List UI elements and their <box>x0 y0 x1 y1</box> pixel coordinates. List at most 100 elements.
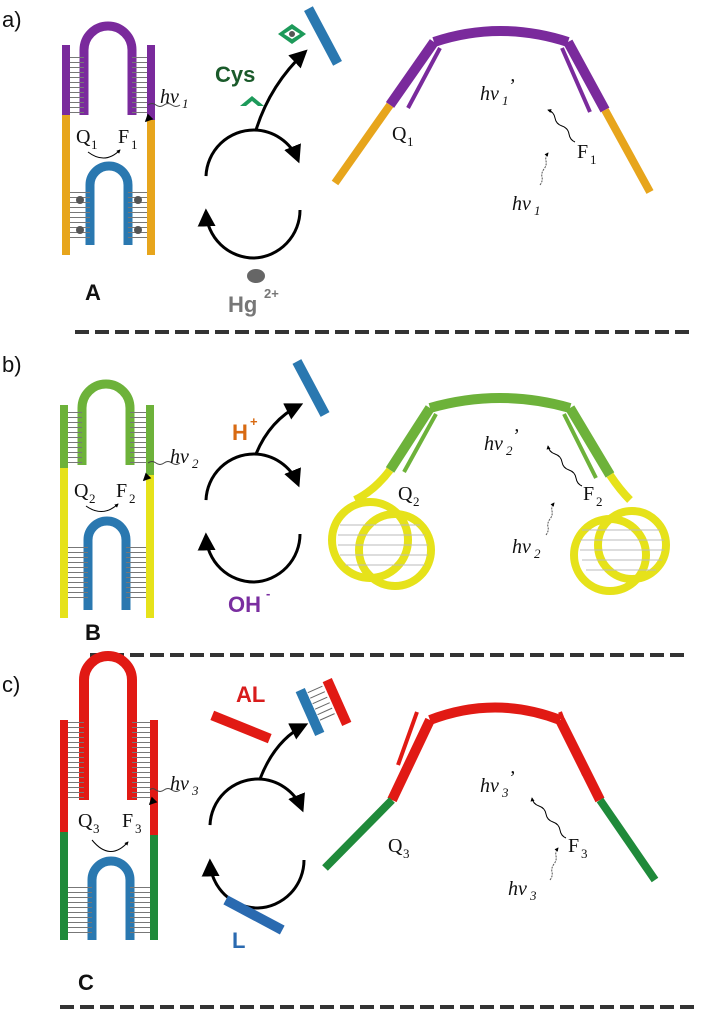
reagent-top-label: Cys <box>215 62 255 87</box>
partner-strand <box>406 47 442 109</box>
open-probe-b: Q 2 F 2 hν 2 ’ hν 2 <box>328 393 670 595</box>
probe-letter-c: C <box>78 970 94 995</box>
green-loop-open <box>428 393 572 413</box>
hv-subscript: 3 <box>191 783 199 798</box>
strand-darkgreen-right <box>596 797 659 883</box>
hairpin-probe-a: Q 1 F 1 hν 1 A <box>62 21 189 305</box>
cycle-arrow-reverse <box>201 858 306 910</box>
excitation-wave <box>539 152 549 186</box>
hv-excitation-subscript: 2 <box>534 546 541 561</box>
base-pairs <box>68 545 88 600</box>
reaction-cycle-c: AL L <box>201 678 352 953</box>
panel-b: b) Q 2 F 2 hν 2 B H + <box>2 352 670 645</box>
partner-strand <box>402 413 438 473</box>
hv-emission-label: hν <box>484 433 503 455</box>
purple-loop-open <box>432 26 570 47</box>
hairpin-probe-b: Q 2 F 2 hν 2 B <box>60 379 199 645</box>
fluorophore-subscript: 1 <box>590 152 597 167</box>
cycle-arrow-reverse <box>197 532 302 584</box>
hv-emission-prime: ’ <box>512 425 519 447</box>
excitation-arrow <box>148 796 158 806</box>
quencher-subscript: 1 <box>91 137 98 152</box>
cycle-arrow-forward <box>204 452 301 501</box>
strand-yellow-right <box>606 472 633 503</box>
energy-transfer-arrow <box>85 503 119 512</box>
strand-darkgreen-right <box>150 835 158 940</box>
partner-strand <box>396 711 419 766</box>
fluorophore-subscript: 2 <box>129 491 136 506</box>
hv-excitation-subscript: 3 <box>529 888 537 903</box>
hv-label: hν <box>160 86 179 108</box>
panel-label-b: b) <box>2 352 22 377</box>
excitation-wave <box>545 502 555 536</box>
base-pairs <box>68 885 92 935</box>
base-pairs <box>130 885 150 935</box>
partner-strand <box>562 413 598 479</box>
hairpin-probe-c: Q 3 F 3 hν 3 C <box>60 651 199 995</box>
quencher-label: Q <box>74 480 89 502</box>
base-pairs <box>132 720 150 798</box>
i-motif-coil <box>594 507 670 583</box>
hv-label: hν <box>170 446 189 468</box>
base-pairs <box>338 524 428 566</box>
fluorophore-label: F <box>583 483 594 505</box>
strand-purple-right <box>563 39 610 113</box>
quencher-label: Q <box>388 835 403 857</box>
reagent-bottom-label: L <box>232 928 245 953</box>
release-arrow <box>258 723 309 780</box>
hv-subscript: 1 <box>182 96 189 111</box>
quencher-subscript: 1 <box>407 134 414 149</box>
strand-green-left <box>385 405 435 473</box>
quencher-label: Q <box>392 123 407 145</box>
hv-excitation-subscript: 1 <box>534 203 541 218</box>
probe-letter-b: B <box>85 620 101 645</box>
hv-emission-label: hν <box>480 775 499 797</box>
strand-green-right <box>146 405 154 475</box>
red-loop-open <box>428 702 562 725</box>
hv-emission-subscript: 2 <box>506 443 513 458</box>
l-strand-rod <box>223 895 285 935</box>
reagent-bottom-superscript: - <box>266 586 270 601</box>
base-pairs <box>68 720 84 798</box>
hg-ion-icon <box>134 226 142 234</box>
quencher-label: Q <box>76 126 91 148</box>
open-probe-c: Q 3 F 3 hν 3 ’ hν 3 <box>322 702 659 903</box>
fluorophore-subscript: 1 <box>131 137 138 152</box>
released-strand-rod <box>304 6 342 66</box>
emission-wave <box>547 109 576 143</box>
hg-ion-icon <box>247 269 265 283</box>
strand-red-left <box>387 717 435 803</box>
blue-loop <box>87 856 135 940</box>
base-pairs <box>128 190 147 240</box>
base-pairs <box>68 410 82 465</box>
hv-excitation-label: hν <box>512 193 531 215</box>
energy-transfer-arrow <box>91 839 129 852</box>
open-probe-a: Q 1 F 1 hν 1 ’ hν 1 <box>331 26 654 218</box>
strand-purple-left <box>62 45 70 115</box>
red-loop <box>79 651 137 800</box>
base-pairs <box>126 545 146 600</box>
hg-ion-icon <box>134 196 142 204</box>
hv-emission-subscript: 3 <box>501 785 509 800</box>
strand-green-right <box>565 405 615 478</box>
hv-label: hν <box>170 773 189 795</box>
strand-green-left <box>60 405 68 468</box>
strand-orange-right <box>147 120 155 255</box>
strand-yellow-left <box>353 467 394 504</box>
cycle-arrow-forward <box>204 128 301 177</box>
partner-strand <box>560 47 592 113</box>
fluorophore-label: F <box>577 141 588 163</box>
blue-loop <box>85 161 133 245</box>
strand-orange-left <box>62 115 70 255</box>
panel-a: a) Q 1 F 1 <box>2 6 654 317</box>
blue-loop <box>83 516 131 610</box>
quencher-subscript: 3 <box>93 821 100 836</box>
probe-letter-a: A <box>85 280 101 305</box>
emission-wave <box>546 445 583 487</box>
strand-orange-right <box>601 108 654 194</box>
fluorophore-subscript: 3 <box>135 821 142 836</box>
reagent-top-superscript: + <box>250 414 258 429</box>
fluorophore-subscript: 3 <box>581 846 588 861</box>
hv-emission-label: hν <box>480 83 499 105</box>
